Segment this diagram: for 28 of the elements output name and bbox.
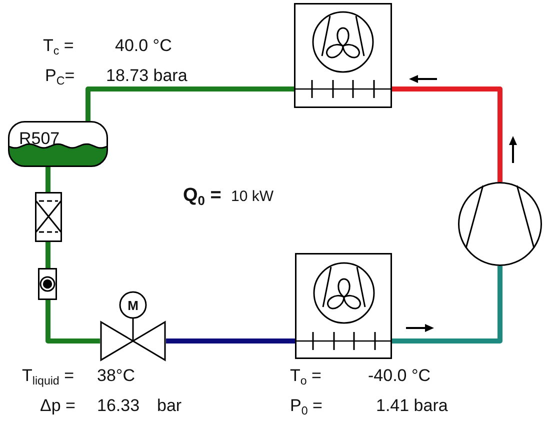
refrigerant-pipe (392, 86, 502, 182)
compressor-symbol (458, 182, 542, 266)
value-label: 40.0 °C (115, 36, 172, 54)
evaporator-symbol (295, 253, 392, 359)
variable-label: P$_{C}$= (45, 66, 75, 84)
variable-label: Δp = (40, 396, 76, 414)
value-label: 10 kW (231, 189, 274, 204)
filter-drier-symbol (35, 192, 62, 242)
refrigerant-pipe (46, 242, 50, 268)
variable-label: Q$_{0}$ = (183, 186, 222, 205)
tank-label: R507 (19, 130, 60, 147)
refrigerant-pipe (46, 300, 100, 344)
condenser-symbol (294, 3, 392, 108)
unit-label: bar (157, 396, 182, 414)
refrigerant-pipe (86, 86, 294, 121)
value-label: 1.41 bara (376, 396, 448, 414)
motor-label: M (128, 298, 138, 312)
sight-glass-symbol (38, 268, 57, 300)
value-label: -40.0 °C (368, 366, 431, 384)
variable-label: T$_{o}$ = (290, 366, 322, 384)
variable-label: T$_{c}$ = (43, 36, 74, 54)
value-label: 18.73 bara (106, 66, 188, 84)
expansion-valve-symbol (100, 291, 166, 361)
value-label: 38°C (97, 366, 135, 384)
variable-label: P$_{0}$ = (290, 396, 322, 414)
value-label: 16.33 (97, 396, 140, 414)
refrigerant-pipe (166, 338, 295, 344)
refrigerant-pipe (392, 266, 502, 344)
